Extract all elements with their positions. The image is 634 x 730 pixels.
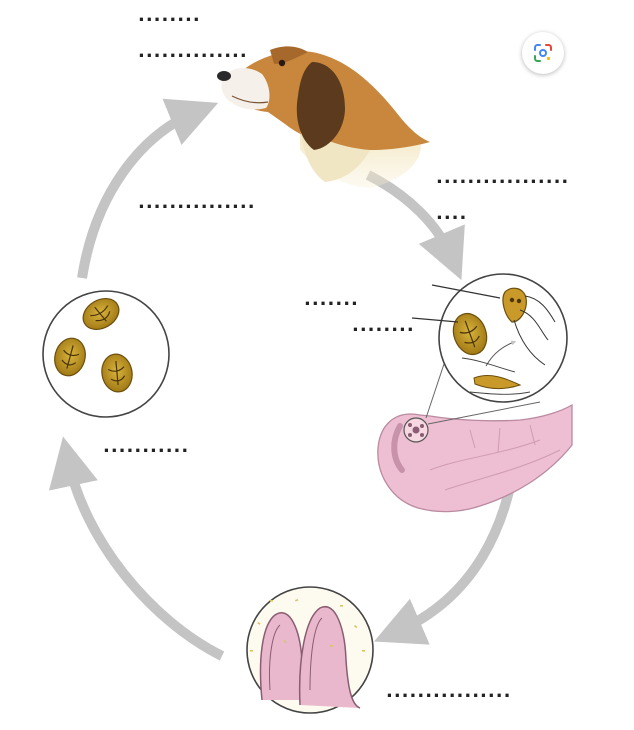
trophozoite xyxy=(502,287,556,366)
image-search-button[interactable] xyxy=(522,32,564,74)
label-blank-bottom-right: ................ xyxy=(386,681,512,702)
label-blank-top-2: .............. xyxy=(138,41,248,62)
label-blank-upper-left: ............... xyxy=(138,192,256,213)
magnified-cyst xyxy=(452,312,488,356)
villi-circle xyxy=(246,586,374,714)
arrow-villi-to-cysts xyxy=(48,436,225,661)
cyst-2 xyxy=(54,337,86,377)
cyst-3 xyxy=(101,353,133,393)
label-blank-lower-left: ........... xyxy=(103,436,190,457)
label-blank-right-2: .... xyxy=(436,203,468,224)
dog-illustration xyxy=(217,46,430,188)
label-blank-right-1: ................. xyxy=(436,167,570,188)
cysts-circle xyxy=(42,290,170,418)
label-blank-trophozoite: ........ xyxy=(352,315,415,336)
label-blank-cyst: ....... xyxy=(304,289,359,310)
intestine-illustration xyxy=(377,403,573,513)
arrow-cysts-to-dog xyxy=(77,98,219,279)
google-lens-icon xyxy=(534,44,552,62)
cyst-1 xyxy=(82,297,120,331)
magnified-intestine-circle xyxy=(411,273,568,425)
label-blank-top-1: ........ xyxy=(138,5,201,26)
